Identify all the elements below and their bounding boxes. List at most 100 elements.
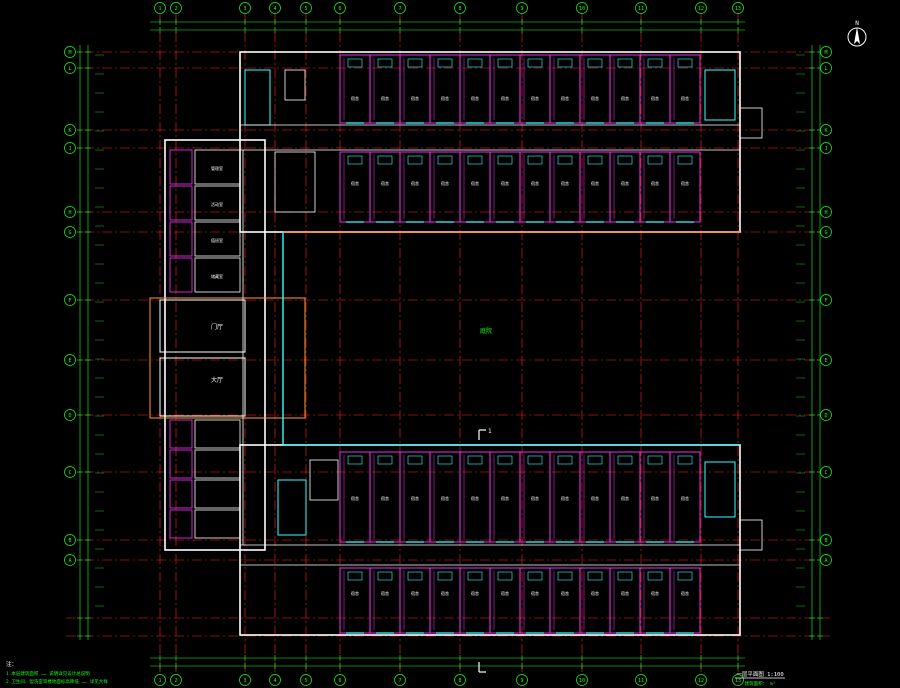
axis-bubble — [334, 674, 346, 686]
south-wing-lower-room-label: 宿舍 — [651, 590, 659, 596]
south-wing-lower-fixture — [677, 571, 693, 581]
south-wing-lower-fixture — [437, 571, 453, 581]
axis-bubble — [516, 2, 528, 14]
axis-bubble — [820, 226, 832, 238]
north-wing-lower-fixture — [677, 155, 693, 165]
north-label: N — [855, 20, 859, 27]
axis-bubble-label: 4 — [273, 6, 276, 12]
south-wing-lower-room-label: 宿舍 — [381, 590, 389, 596]
axis-bubble-label: H — [824, 210, 827, 216]
south-wing-lower-cell — [519, 567, 551, 634]
building-outline — [149, 51, 763, 636]
axis-bubble — [820, 554, 832, 566]
axis-bubble — [820, 294, 832, 306]
section-mark: 1 — [478, 428, 492, 673]
west-wing-toilet — [169, 449, 193, 479]
general-notes: 注： 1.本层建筑面积 …… 说明详见设计总说明 2.卫生间、盥洗室等楼地面标高… — [6, 660, 108, 685]
west-wing-toilet — [169, 509, 193, 539]
axis-bubble-label: 1 — [158, 678, 161, 684]
lobby-label: 门厅 — [211, 323, 223, 331]
north-wing-upper-room-label: 宿舍 — [441, 95, 449, 101]
north-wing-lower-cell — [579, 151, 611, 223]
south-wing-lower-fixture — [587, 571, 603, 581]
south-wing-upper-fixture — [557, 455, 573, 465]
south-wing-upper-room-label: 宿舍 — [651, 495, 659, 501]
axis-bubble — [394, 674, 406, 686]
axis-bubble — [64, 46, 76, 58]
drawing-title-label: 一层平面图 1:100 — [736, 670, 783, 678]
north-wing-upper-room-label: 宿舍 — [501, 95, 509, 101]
north-wing-lower-room-label: 宿舍 — [561, 180, 569, 186]
south-wing-upper-room-label: 宿舍 — [351, 495, 359, 501]
west-wing-room — [194, 419, 241, 449]
axis-bubble-label: 12 — [698, 6, 704, 12]
north-wing-upper-room-label: 宿舍 — [381, 95, 389, 101]
axis-bubble-label: L — [824, 66, 827, 72]
axis-bubble-label: 7 — [398, 6, 401, 12]
south-wing-lower-fixture — [467, 571, 483, 581]
north-wing-lower-fixture — [497, 155, 513, 165]
north-wing-lower-room-label: 宿舍 — [681, 180, 689, 186]
north-wing-upper-cell — [399, 54, 431, 124]
south-wing-lower-cell — [429, 567, 461, 634]
north-wing-upper-room-label: 宿舍 — [471, 95, 479, 101]
notes-line-1: 1.本层建筑面积 …… 说明详见设计总说明 — [6, 670, 90, 677]
south-wing-upper-room-label: 宿舍 — [471, 495, 479, 501]
south-wing-lower-room-label: 宿舍 — [471, 590, 479, 596]
north-wing-upper-fixture — [407, 58, 423, 68]
south-wing-upper-fixture — [527, 455, 543, 465]
north-wing-lower-cell — [519, 151, 551, 223]
north-wing-upper-cell — [579, 54, 611, 124]
north-wing-lower-fixture — [527, 155, 543, 165]
north-wing-upper-cell — [669, 54, 701, 124]
axis-bubble-label: E — [68, 358, 71, 364]
axis-bubble — [170, 674, 182, 686]
north-wing-lower-cell — [339, 151, 371, 223]
south-wing-upper-fixture — [617, 455, 633, 465]
north-wing-lower-cell — [669, 151, 701, 223]
south-wing-lower-cell — [399, 567, 431, 634]
axis-bubble-label: 13 — [735, 6, 741, 12]
north-wing-upper-fixture — [587, 58, 603, 68]
axis-bubble-label: 1 — [158, 6, 161, 12]
south-wing-lower-cell — [339, 567, 371, 634]
west-wing-toilet — [169, 185, 193, 221]
axis-bubble — [820, 62, 832, 74]
south-wing-upper-fixture — [647, 455, 663, 465]
west-wing-room — [194, 509, 241, 539]
south-wing-lower-fixture — [497, 571, 513, 581]
axis-bubble — [820, 466, 832, 478]
north-wing-lower-room-label: 宿舍 — [351, 180, 359, 186]
axis-bubble — [820, 124, 832, 136]
axis-bubble — [300, 2, 312, 14]
axis-bubble — [64, 206, 76, 218]
south-wing-lower-room-label: 宿舍 — [621, 590, 629, 596]
axis-bubble — [732, 2, 744, 14]
north-wing-lower-cell — [609, 151, 641, 223]
axis-bubble-label: 4 — [273, 678, 276, 684]
axis-bubble-label: M — [824, 50, 827, 56]
west-wing-toilet — [169, 419, 193, 449]
axis-bubble-label: 3 — [243, 678, 246, 684]
west-wing-toilet — [169, 221, 193, 257]
axis-bubble — [64, 294, 76, 306]
west-wing-wall — [164, 139, 266, 551]
axis-bubble — [695, 674, 707, 686]
north-wing-upper-cell — [639, 54, 671, 124]
west-wing-room-label: 值班室 — [211, 237, 223, 243]
south-wing-upper-fixture — [377, 455, 393, 465]
south-wing-lower-fixture — [647, 571, 663, 581]
north-wing-lower-room-label: 宿舍 — [591, 180, 599, 186]
axis-bubble — [635, 674, 647, 686]
axis-bubble — [820, 354, 832, 366]
north-wing-lower-room-label: 宿舍 — [501, 180, 509, 186]
north-wing-lower-fixture — [617, 155, 633, 165]
south-wing-lower-cell — [369, 567, 401, 634]
axis-bubble-label: G — [824, 230, 827, 236]
axis-bubble-label: F — [68, 298, 71, 304]
axis-bubble-label: C — [68, 470, 71, 476]
axis-bubble-label: 8 — [458, 6, 461, 12]
axis-bubble-label: G — [68, 230, 71, 236]
south-wing-upper-room-label: 宿舍 — [591, 495, 599, 501]
